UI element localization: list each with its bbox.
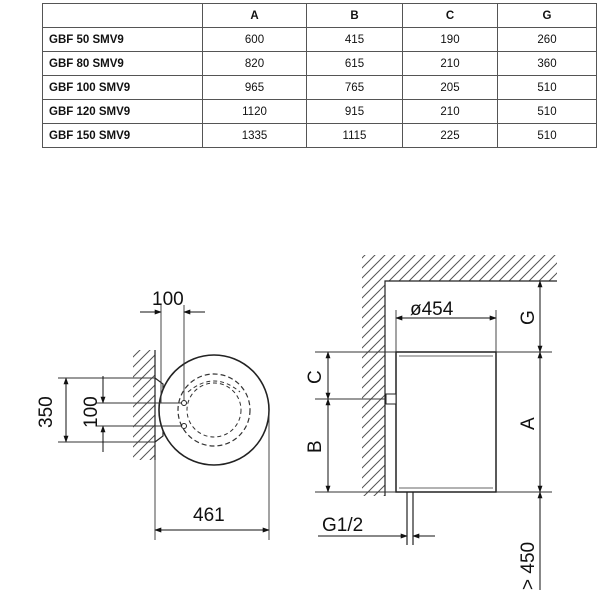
dimensions-table: A B C G GBF 50 SMV9 600 415 190 260 GBF … [42, 3, 597, 148]
pipe-inlet [181, 400, 187, 406]
value-cell-g: 510 [497, 123, 597, 148]
value-cell-b: 1115 [306, 123, 403, 148]
right-side-view: ø454 G A > 450 C B G1/2 [305, 255, 557, 590]
value-cell-c: 205 [402, 75, 498, 100]
left-wall-hatch [133, 350, 155, 460]
value-cell-a: 600 [202, 27, 307, 52]
dim-label-100-vertical: 100 [81, 396, 102, 428]
value-cell-g: 510 [497, 75, 597, 100]
value-cell-a: 1335 [202, 123, 307, 148]
wall-ceiling-outline [384, 280, 557, 496]
dim-label-pipe: G1/2 [322, 515, 363, 536]
pipe-outlet [181, 423, 187, 429]
dim-label-b: B [305, 440, 326, 453]
table-row: GBF 80 SMV9 820 615 210 360 [42, 51, 597, 76]
heater-element-dashed [186, 382, 242, 438]
table-row: GBF 150 SMV9 1335 1115 225 510 [42, 123, 597, 148]
value-cell-b: 765 [306, 75, 403, 100]
table-row: GBF 100 SMV9 965 765 205 510 [42, 75, 597, 100]
left-top-view: 100 350 100 461 [36, 289, 270, 540]
heater-handle-arc [187, 380, 241, 393]
table-row: GBF 50 SMV9 600 415 190 260 [42, 27, 597, 52]
heater-flange-dashed [177, 373, 251, 447]
value-cell-c: 210 [402, 51, 498, 76]
dim-label-a: A [518, 417, 539, 430]
model-cell: GBF 50 SMV9 [42, 27, 203, 52]
dim-label-g: G [518, 310, 539, 325]
dim-label-min-floor: > 450 [518, 542, 539, 590]
model-cell: GBF 80 SMV9 [42, 51, 203, 76]
side-bracket [385, 393, 397, 405]
dim-label-diameter: ø454 [410, 299, 454, 320]
heater-body-side [395, 351, 497, 493]
dim-label-100-top: 100 [152, 289, 184, 310]
header-cell-c: C [402, 3, 498, 28]
right-wall-hatch [362, 281, 385, 496]
value-cell-c: 190 [402, 27, 498, 52]
dim-label-350: 350 [36, 396, 57, 428]
ceiling-hatch [362, 255, 557, 281]
heater-body-circle [158, 354, 270, 466]
value-cell-b: 415 [306, 27, 403, 52]
value-cell-b: 615 [306, 51, 403, 76]
model-cell: GBF 120 SMV9 [42, 99, 203, 124]
dim-label-461: 461 [193, 505, 225, 526]
header-cell-g: G [497, 3, 597, 28]
dim-label-c: C [305, 370, 326, 384]
